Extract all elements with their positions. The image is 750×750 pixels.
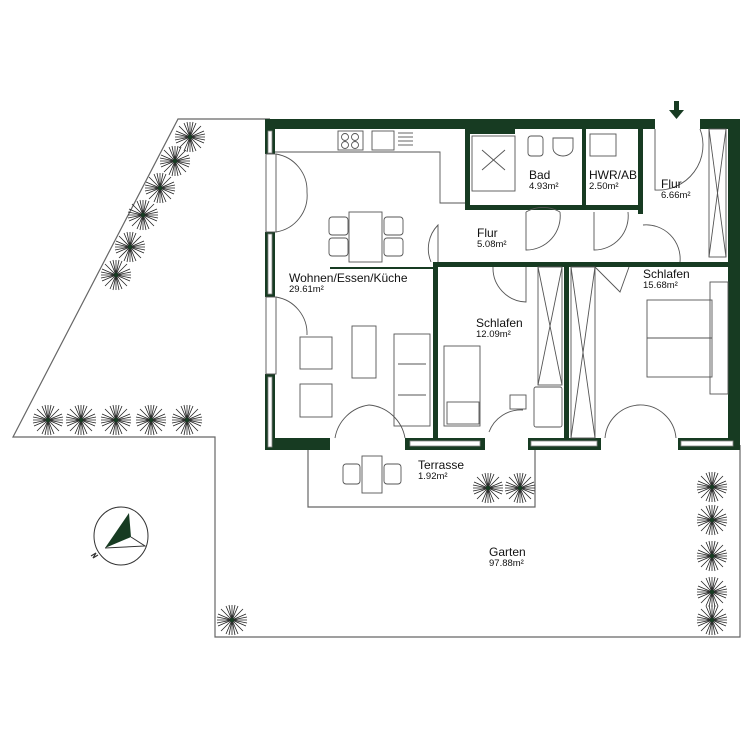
room-label-wohnen: Wohnen/Essen/Küche 29.61m² <box>289 272 408 295</box>
room-label-schlafen-small: Schlafen 12.09m² <box>476 317 523 340</box>
room-name: Schlafen <box>643 267 690 281</box>
room-area: 29.61m² <box>289 283 324 295</box>
room-label-flur-entry: Flur 6.66m² <box>661 178 691 201</box>
room-area: 15.68m² <box>643 279 678 291</box>
shrubs-terrace <box>472 472 536 504</box>
room-name: Flur <box>477 226 498 240</box>
room-area: 5.08m² <box>477 238 507 250</box>
room-area: 1.92m² <box>418 470 448 482</box>
room-label-schlafen-large: Schlafen 15.68m² <box>643 268 690 291</box>
shrubs-right <box>216 471 728 636</box>
room-area: 2.50m² <box>589 180 619 192</box>
room-name: Bad <box>529 168 551 182</box>
shrubs-left <box>32 121 206 436</box>
arrow-down-icon <box>669 101 684 119</box>
room-label-flur-hall: Flur 5.08m² <box>477 227 507 250</box>
room-name: Terrasse <box>418 458 465 472</box>
room-label-hwr: HWR/AB 2.50m² <box>589 169 637 192</box>
room-name: HWR/AB <box>589 168 637 182</box>
room-label-garten: Garten 97.88m² <box>489 546 526 569</box>
room-area: 97.88m² <box>489 557 524 569</box>
compass-icon <box>90 506 149 566</box>
room-label-bad: Bad 4.93m² <box>529 169 559 192</box>
room-label-terrasse: Terrasse 1.92m² <box>418 459 464 482</box>
windows <box>267 130 734 448</box>
room-name: Wohnen/Essen/Küche <box>289 271 408 285</box>
room-name: Flur <box>661 177 682 191</box>
room-name: Garten <box>489 545 526 559</box>
fixtures <box>265 128 729 494</box>
room-area: 6.66m² <box>661 189 691 201</box>
site-outline <box>12 118 741 638</box>
room-name: Schlafen <box>476 316 523 330</box>
room-area: 4.93m² <box>529 180 559 192</box>
room-area: 12.09m² <box>476 328 511 340</box>
